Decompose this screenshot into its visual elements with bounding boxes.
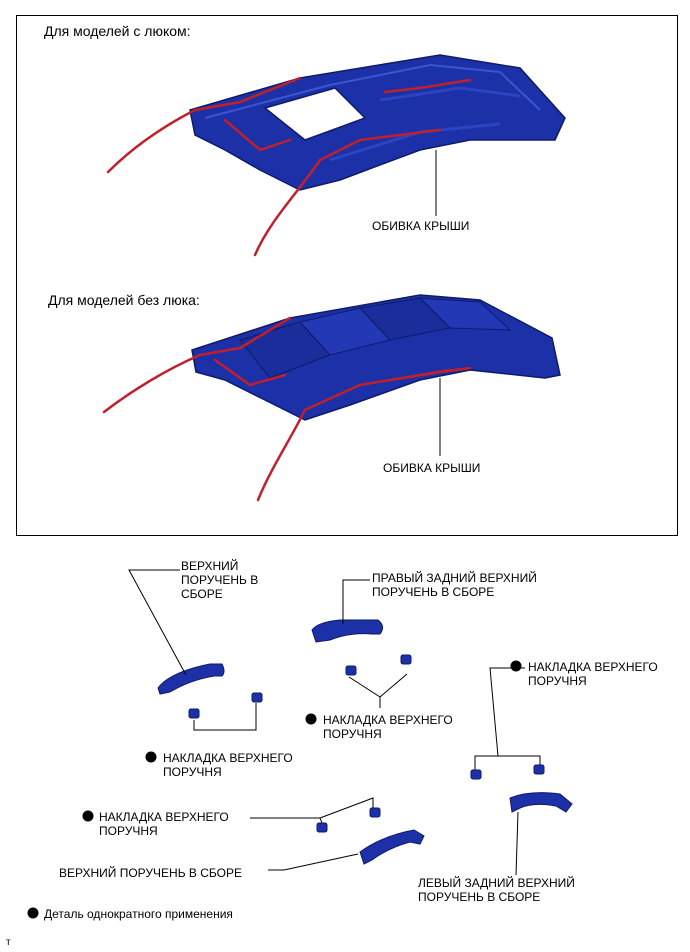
grip-cover-label-middle: НАКЛАДКА ВЕРХНЕГО ПОРУЧНЯ (323, 713, 453, 741)
wire-harness-no-sunroof (102, 316, 472, 502)
corner-mark: т (6, 937, 11, 948)
upper-grip-assembly-top (157, 663, 225, 695)
roof-headlining-label-1: ОБИВКА КРЫШИ (372, 219, 470, 233)
rear-left-grip (509, 792, 573, 813)
wire-harness-sunroof (106, 76, 472, 257)
rear-right-grip-label: ПРАВЫЙ ЗАДНИЙ ВЕРХНИЙ ПОРУЧЕНЬ В СБОРЕ (372, 571, 537, 599)
leader-lines-bottom (128, 569, 541, 876)
leader-lines-top (435, 150, 441, 456)
roof-headlining-no-sunroof (191, 294, 561, 421)
single-use-bullets (27, 660, 522, 919)
upper-grip-assembly-bottom (359, 829, 425, 865)
upper-grip-assembly-label-top: ВЕРХНИЙ ПОРУЧЕНЬ В СБОРЕ (181, 559, 259, 601)
grip-cover-label-left-upper: НАКЛАДКА ВЕРХНЕГО ПОРУЧНЯ (163, 751, 293, 779)
grip-cover-label-right: НАКЛАДКА ВЕРХНЕГО ПОРУЧНЯ (528, 660, 658, 688)
grip-cover-label-left-lower: НАКЛАДКА ВЕРХНЕГО ПОРУЧНЯ (99, 810, 229, 838)
grip-covers (188, 654, 545, 833)
roof-headlining-sunroof (189, 54, 566, 191)
sunroof-models-heading: Для моделей с люком: (44, 23, 191, 39)
no-sunroof-models-heading: Для моделей без люка: (48, 292, 200, 308)
rear-left-grip-label: ЛЕВЫЙ ЗАДНИЙ ВЕРХНИЙ ПОРУЧЕНЬ В СБОРЕ (418, 876, 575, 904)
rear-right-grip (311, 619, 384, 643)
single-use-note: Деталь однократного применения (44, 907, 233, 921)
upper-grip-assembly-label-bottom: ВЕРХНИЙ ПОРУЧЕНЬ В СБОРЕ (59, 866, 243, 880)
roof-illustration-frame (16, 15, 678, 536)
roof-headlining-label-2: ОБИВКА КРЫШИ (383, 461, 481, 475)
sunroof-opening (263, 87, 367, 141)
